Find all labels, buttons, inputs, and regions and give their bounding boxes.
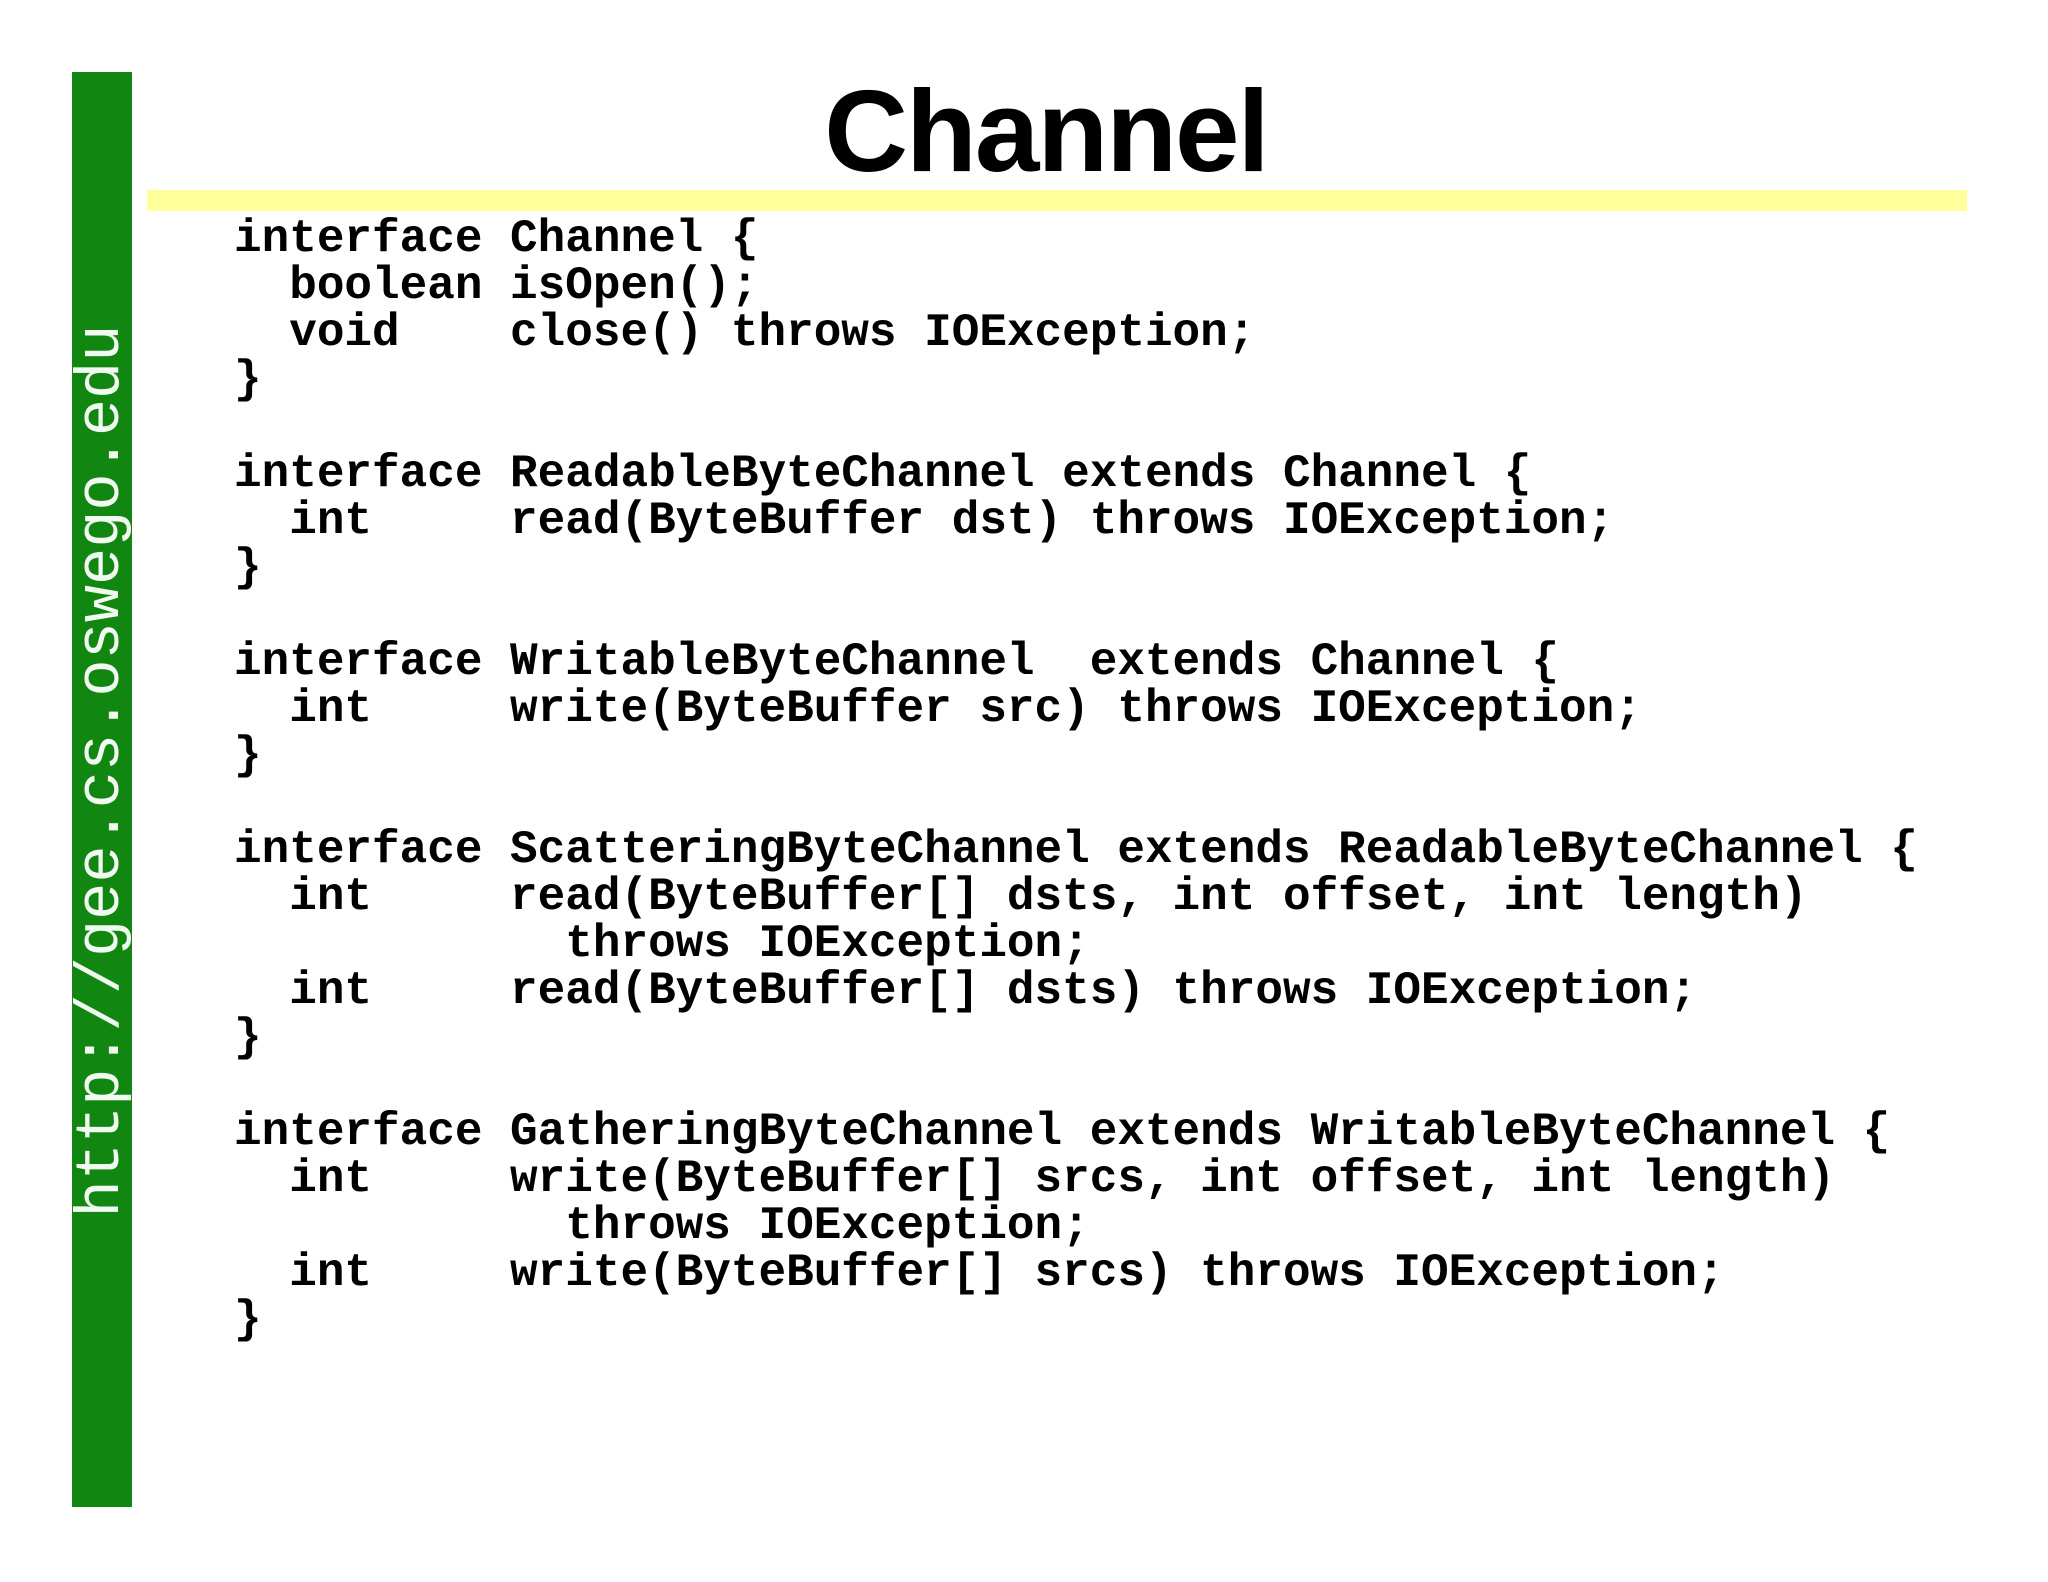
code-block: interface Channel { boolean isOpen(); vo…: [234, 213, 1256, 406]
code-block: interface ScatteringByteChannel extends …: [234, 824, 1918, 1064]
sidebar-url: http://gee.cs.oswego.edu: [66, 324, 137, 1218]
title-divider: [147, 190, 1967, 211]
code-block: interface WritableByteChannel extends Ch…: [234, 636, 1642, 782]
sidebar-bar: http://gee.cs.oswego.edu: [66, 72, 137, 1507]
code-block: interface GatheringByteChannel extends W…: [234, 1106, 1891, 1346]
slide-title: Channel: [824, 66, 1270, 196]
code-area: interface Channel { boolean isOpen(); vo…: [234, 216, 2044, 1391]
code-block: interface ReadableByteChannel extends Ch…: [234, 448, 1615, 594]
